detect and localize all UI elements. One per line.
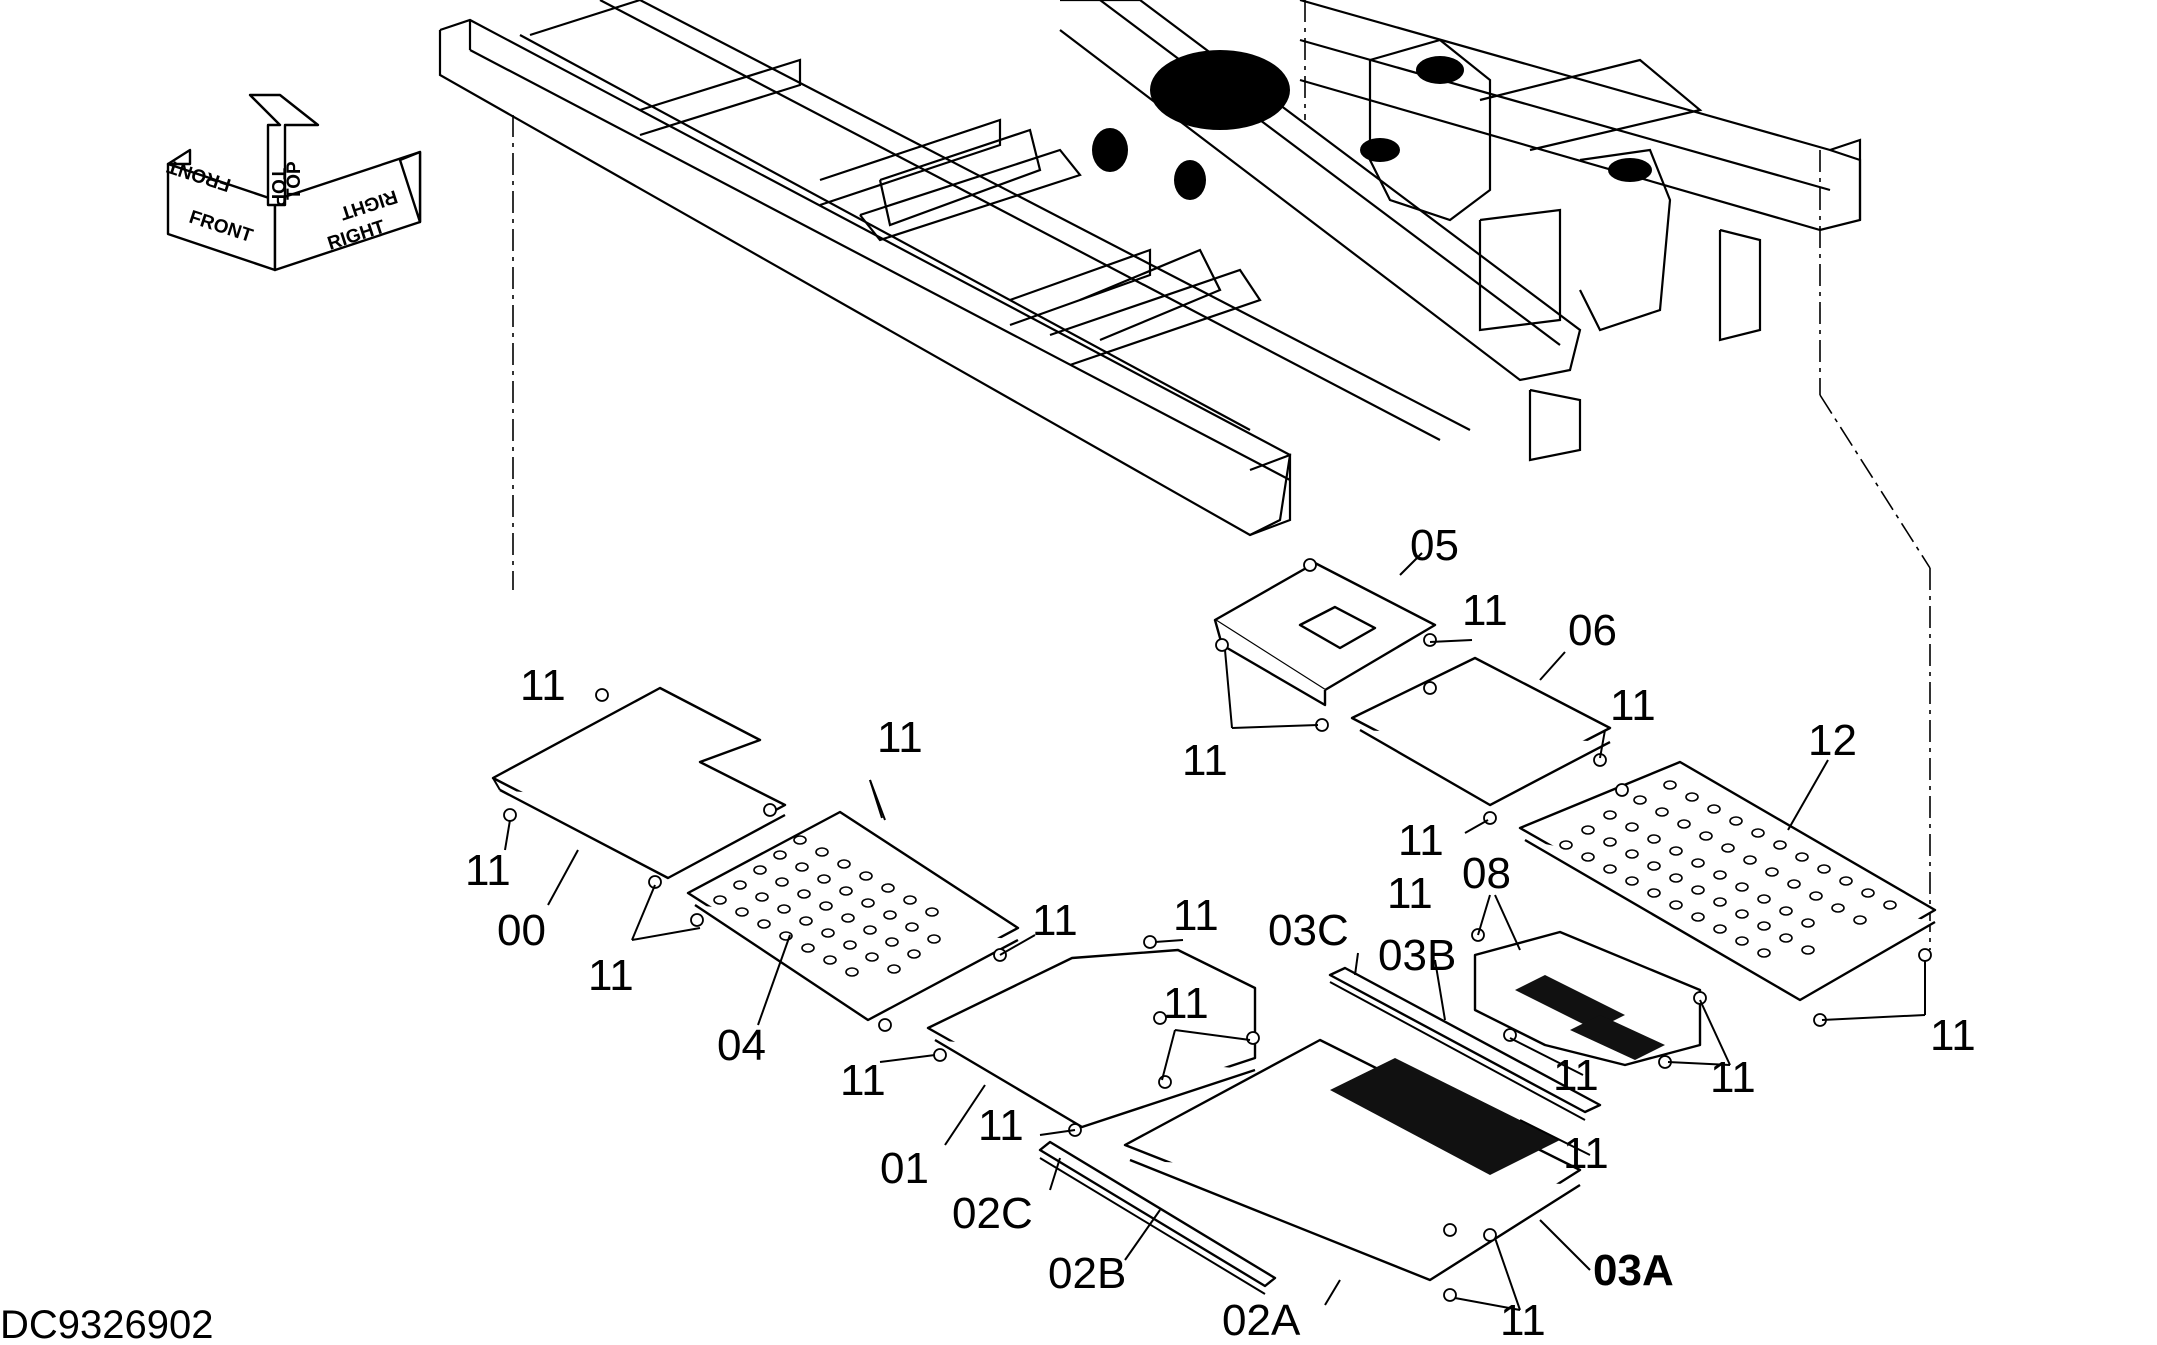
- label-11-b: 11: [465, 846, 511, 895]
- orientation-top-label: TOP: [267, 168, 288, 207]
- label-11-q: 11: [1930, 1011, 1976, 1060]
- label-04: 04: [717, 1021, 766, 1070]
- panel-03a: [1123, 1038, 1582, 1302]
- label-03a: 03A: [1593, 1246, 1674, 1295]
- panel-04-holes: [713, 835, 941, 977]
- label-02b: 02B: [1048, 1249, 1126, 1298]
- panel-12-holes: [1559, 780, 1897, 958]
- label-11-d: 11: [877, 713, 923, 762]
- label-11-m: 11: [1398, 816, 1444, 865]
- label-11-c: 11: [588, 951, 634, 1000]
- part-labels: 00 01 02A 02B 02C 03A 03B 03C 04 05 06 0…: [465, 521, 1976, 1345]
- label-03b: 03B: [1378, 931, 1456, 980]
- leader-lines: [504, 552, 1926, 1311]
- label-11-h: 11: [1163, 979, 1209, 1028]
- label-12: 12: [1808, 716, 1857, 765]
- alignment-lines: [512, 0, 1931, 950]
- label-11-n: 11: [1387, 869, 1433, 918]
- label-03c: 03C: [1268, 906, 1349, 955]
- panel-00: [491, 686, 787, 889]
- label-11-g: 11: [840, 1056, 886, 1105]
- panel-04: [686, 810, 1020, 1032]
- panel-03a-grating: [1330, 1058, 1560, 1175]
- label-11-s: 11: [1500, 1296, 1546, 1345]
- label-02c: 02C: [952, 1189, 1033, 1238]
- label-11-o: 11: [1553, 1051, 1599, 1100]
- orientation-symbol: FRONT FRONT TOP TOP RIGHT RIGHT: [164, 93, 422, 272]
- label-11-j: 11: [1462, 586, 1508, 635]
- label-11-r: 11: [1563, 1129, 1609, 1178]
- upper-frame: [438, 0, 1862, 537]
- panel-01: [926, 935, 1260, 1137]
- label-01: 01: [880, 1144, 929, 1193]
- orientation-top-label-mirror: TOP: [284, 161, 305, 200]
- drawing-id: DC9326902: [0, 1303, 214, 1345]
- panel-08: [1471, 928, 1707, 1069]
- label-11-p: 11: [1710, 1053, 1756, 1102]
- strip-03c: [1328, 966, 1602, 1121]
- panel-05: [1213, 558, 1437, 732]
- panel-06: [1350, 656, 1612, 825]
- label-06: 06: [1568, 606, 1617, 655]
- label-08: 08: [1462, 849, 1511, 898]
- label-11-i: 11: [978, 1101, 1024, 1150]
- label-11-k: 11: [1182, 736, 1228, 785]
- label-11-f: 11: [1173, 891, 1219, 940]
- label-11-l: 11: [1610, 681, 1656, 730]
- label-02a: 02A: [1222, 1296, 1301, 1345]
- label-00: 00: [497, 906, 546, 955]
- label-11-a: 11: [520, 661, 566, 710]
- panel-12: [1518, 760, 1937, 1027]
- label-11-e: 11: [1032, 896, 1078, 945]
- label-05: 05: [1410, 521, 1459, 570]
